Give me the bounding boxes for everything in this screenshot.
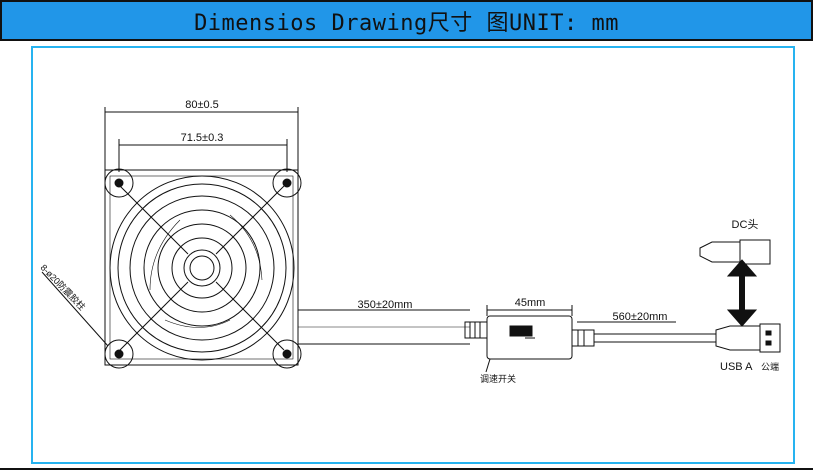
usb-plug-body [715, 325, 761, 351]
speed-switch-knob [509, 325, 533, 337]
fan-guard-spoke [119, 185, 189, 255]
fan-guard-ring-1 [109, 175, 295, 361]
rubber-pin-top-left [104, 168, 134, 198]
label-cable-switch-usb: 560±20mm [613, 311, 668, 323]
title-bar: Dimensios Drawing尺寸 图UNIT: mm [0, 0, 813, 41]
usb-plug-tip [759, 323, 781, 353]
label-outer-width: 80±0.5 [185, 99, 219, 111]
label-speed-switch: 调速开关 [480, 373, 516, 384]
bottom-divider [0, 468, 813, 470]
page-title: Dimensios Drawing尺寸 图UNIT: mm [194, 10, 619, 36]
fan-frame [104, 169, 299, 366]
label-usb-male: USB A [720, 361, 753, 373]
label-switch-length: 45mm [515, 297, 546, 309]
dc-plug-body [699, 241, 741, 263]
label-dc-head: DC头 [732, 218, 759, 231]
label-hole-spacing: 71.5±0.3 [181, 132, 224, 144]
rubber-pin-bottom-right [272, 339, 302, 369]
dc-plug-tip [739, 239, 771, 265]
rubber-pin-top-right [272, 168, 302, 198]
label-rubber-pins: 8-ø20防震胶柱 [39, 262, 88, 312]
label-usb-male-suffix: 公端 [761, 361, 779, 372]
drawing-frame [31, 46, 795, 464]
label-cable-fan-switch: 350±20mm [358, 299, 413, 311]
fan-hub [183, 249, 221, 287]
rubber-pin-bottom-left [104, 339, 134, 369]
